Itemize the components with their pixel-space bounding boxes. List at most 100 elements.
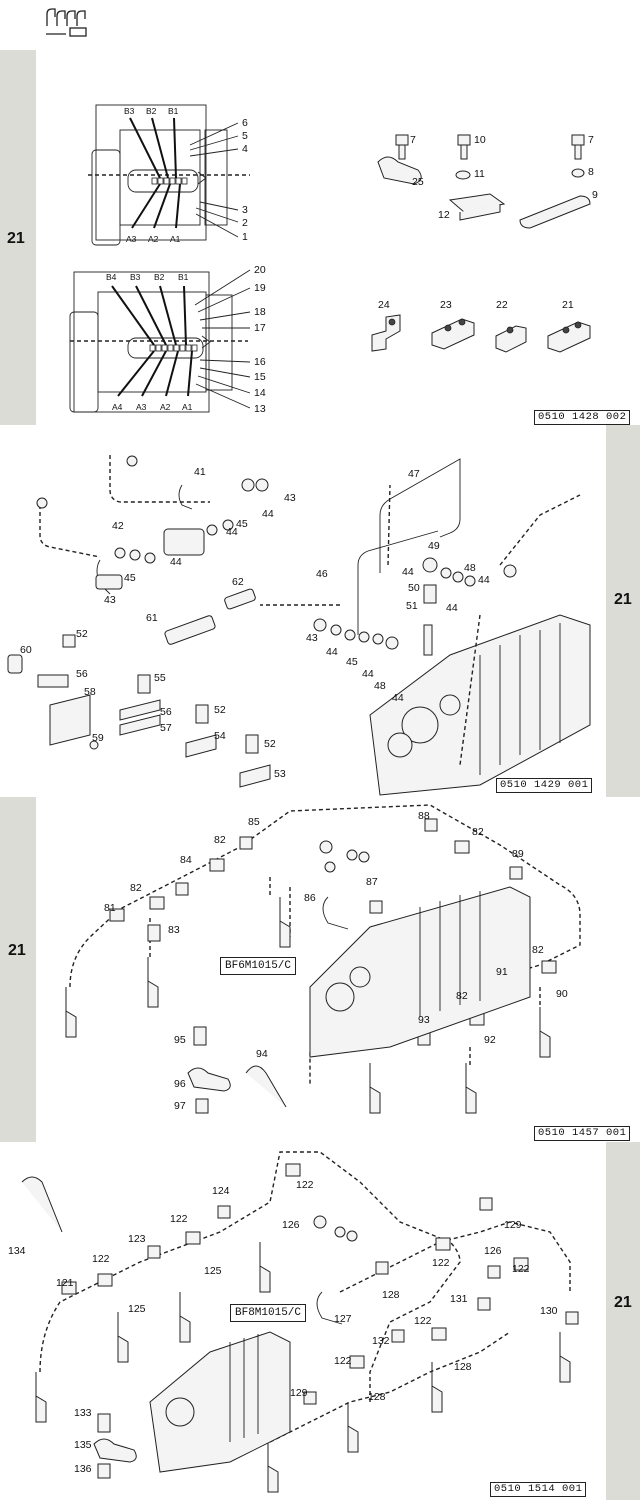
callout: 56 <box>76 668 88 680</box>
callout: 44 <box>170 556 182 568</box>
lower-pump-schematic <box>69 269 251 413</box>
callout: 5 <box>242 130 248 142</box>
callout: 82 <box>214 834 226 846</box>
injection-pump-illustration <box>309 886 531 1058</box>
callout: 92 <box>484 1034 496 1046</box>
callout: 44 <box>446 602 458 614</box>
callout: 82 <box>456 990 468 1002</box>
panel-4: 21 <box>0 1142 640 1500</box>
callout: 19 <box>254 282 266 294</box>
callout: 91 <box>496 966 508 978</box>
callout: 122 <box>512 1263 530 1275</box>
callout: 59 <box>92 732 104 744</box>
callout: 52 <box>264 738 276 750</box>
callout: 7 <box>588 134 594 146</box>
callout: 57 <box>160 722 172 734</box>
callout: 21 <box>562 299 574 311</box>
injection-pump-illustration <box>149 1331 291 1473</box>
box-label: B3 <box>130 272 141 282</box>
callout: 128 <box>454 1361 472 1373</box>
section-number: 21 <box>614 591 632 608</box>
callout: 82 <box>472 826 484 838</box>
callout: 122 <box>296 1179 314 1191</box>
callout: 86 <box>304 892 316 904</box>
callout: 51 <box>406 600 418 612</box>
callout: 136 <box>74 1463 92 1475</box>
engine-model-label: BF8M1015/C <box>230 1304 307 1322</box>
injector-illustrations <box>65 897 551 1114</box>
box-label: A2 <box>160 402 171 412</box>
callout: 20 <box>254 264 266 276</box>
section-tab <box>0 50 36 425</box>
drawing-reference: 0510 1514 001 <box>490 1482 587 1497</box>
section-tab <box>606 1142 640 1500</box>
box-label: A3 <box>126 234 137 244</box>
callout: 60 <box>20 644 32 656</box>
injection-pump-illustration <box>369 614 591 796</box>
callout: 44 <box>326 646 338 658</box>
callout: 122 <box>414 1315 432 1327</box>
callout: 122 <box>92 1253 110 1265</box>
callout: 45 <box>236 518 248 530</box>
clamp-parts-group <box>371 134 591 353</box>
callout: 49 <box>428 540 440 552</box>
callout: 9 <box>592 189 598 201</box>
section-number: 21 <box>614 1294 632 1311</box>
box-label: B2 <box>154 272 165 282</box>
callout: 87 <box>366 876 378 888</box>
callout: 122 <box>170 1213 188 1225</box>
clamp-21-24 <box>371 314 591 353</box>
callout: 44 <box>262 508 274 520</box>
callout: 131 <box>450 1293 468 1305</box>
drawing-reference: 0510 1428 002 <box>534 410 631 425</box>
callout: 82 <box>130 882 142 894</box>
callout: 88 <box>418 810 430 822</box>
injector-illustrations <box>35 1242 571 1493</box>
callout: 13 <box>254 403 266 415</box>
callout: 18 <box>254 306 266 318</box>
callout: 84 <box>180 854 192 866</box>
callout: 85 <box>248 816 260 828</box>
callout: 50 <box>408 582 420 594</box>
callout: 56 <box>160 706 172 718</box>
callout: 3 <box>242 204 248 216</box>
callout: 93 <box>418 1014 430 1026</box>
box-label: B2 <box>146 106 157 116</box>
panel-1: 21 <box>0 50 640 425</box>
callout: 61 <box>146 612 158 624</box>
panel-3: 21 <box>0 797 640 1142</box>
engine-model-label: BF6M1015/C <box>220 957 297 975</box>
callout: 128 <box>382 1289 400 1301</box>
callout: 6 <box>242 117 248 129</box>
injection-lines-icon <box>44 4 90 42</box>
bf6m-line-routing <box>65 804 581 1114</box>
callout: 126 <box>484 1245 502 1257</box>
callout: 45 <box>124 572 136 584</box>
callout: 55 <box>154 672 166 684</box>
section-tab <box>606 425 640 797</box>
box-label: A3 <box>136 402 147 412</box>
bf8m-line-routing <box>21 1151 579 1493</box>
drawing-reference: 0510 1457 001 <box>534 1126 631 1141</box>
box-label: A1 <box>182 402 193 412</box>
callout: 42 <box>112 520 124 532</box>
callout: 43 <box>104 594 116 606</box>
box-label: B4 <box>106 272 117 282</box>
callout: 22 <box>496 299 508 311</box>
callout: 44 <box>392 692 404 704</box>
callout-labels: B3 B2 B1 A3 A2 A1 B4 B3 B2 B1 A4 A3 A2 A… <box>106 106 598 415</box>
callout: 95 <box>174 1034 186 1046</box>
callout: 135 <box>74 1439 92 1451</box>
panel-2: 21 <box>0 425 640 797</box>
callout: 81 <box>104 902 116 914</box>
callout: 25 <box>412 176 424 188</box>
callout: 82 <box>532 944 544 956</box>
box-label: B1 <box>168 106 179 116</box>
upper-pump-schematic <box>88 104 250 246</box>
section-number: 21 <box>7 230 25 247</box>
callout: 97 <box>174 1100 186 1112</box>
callout: 124 <box>212 1185 230 1197</box>
callout: 125 <box>128 1303 146 1315</box>
section-tab <box>0 797 36 1142</box>
callout: 133 <box>74 1407 92 1419</box>
